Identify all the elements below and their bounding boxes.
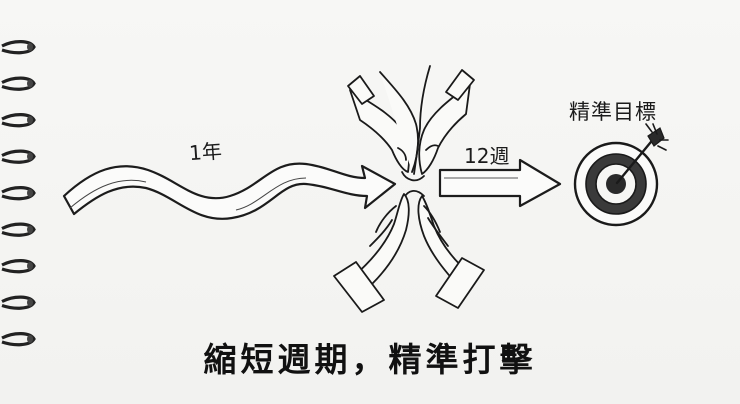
- binding-hole: [27, 152, 33, 161]
- binding-hole: [27, 79, 33, 88]
- binding-hole: [27, 43, 33, 51]
- binding-ring: [1, 332, 36, 347]
- notebook-binding-rings: [1, 40, 36, 347]
- binding-hole: [27, 298, 33, 307]
- straight-arrow-icon: [438, 158, 562, 208]
- binding-hole: [27, 225, 33, 234]
- caption: 縮短週期，精準打擊: [203, 340, 537, 379]
- goal-label: 精準目標: [569, 100, 657, 124]
- arrow-dart-icon: [615, 123, 669, 185]
- binding-ring: [1, 149, 36, 164]
- squeezing-hands-icon: [333, 65, 485, 313]
- binding-ring: [1, 259, 36, 274]
- wavy-arrow-icon: [62, 162, 397, 220]
- binding-ring: [1, 295, 36, 310]
- binding-hole: [27, 116, 33, 124]
- binding-ring: [1, 113, 36, 128]
- binding-ring: [1, 40, 36, 55]
- bullseye-target-icon: [573, 141, 659, 227]
- binding-ring: [1, 222, 36, 237]
- binding-ring: [1, 76, 36, 91]
- binding-hole: [27, 189, 33, 197]
- duration-before-label: 1年: [188, 138, 223, 166]
- duration-after-label: 12週: [464, 144, 510, 168]
- binding-ring: [1, 186, 36, 201]
- binding-hole: [27, 262, 33, 270]
- binding-hole: [27, 335, 33, 343]
